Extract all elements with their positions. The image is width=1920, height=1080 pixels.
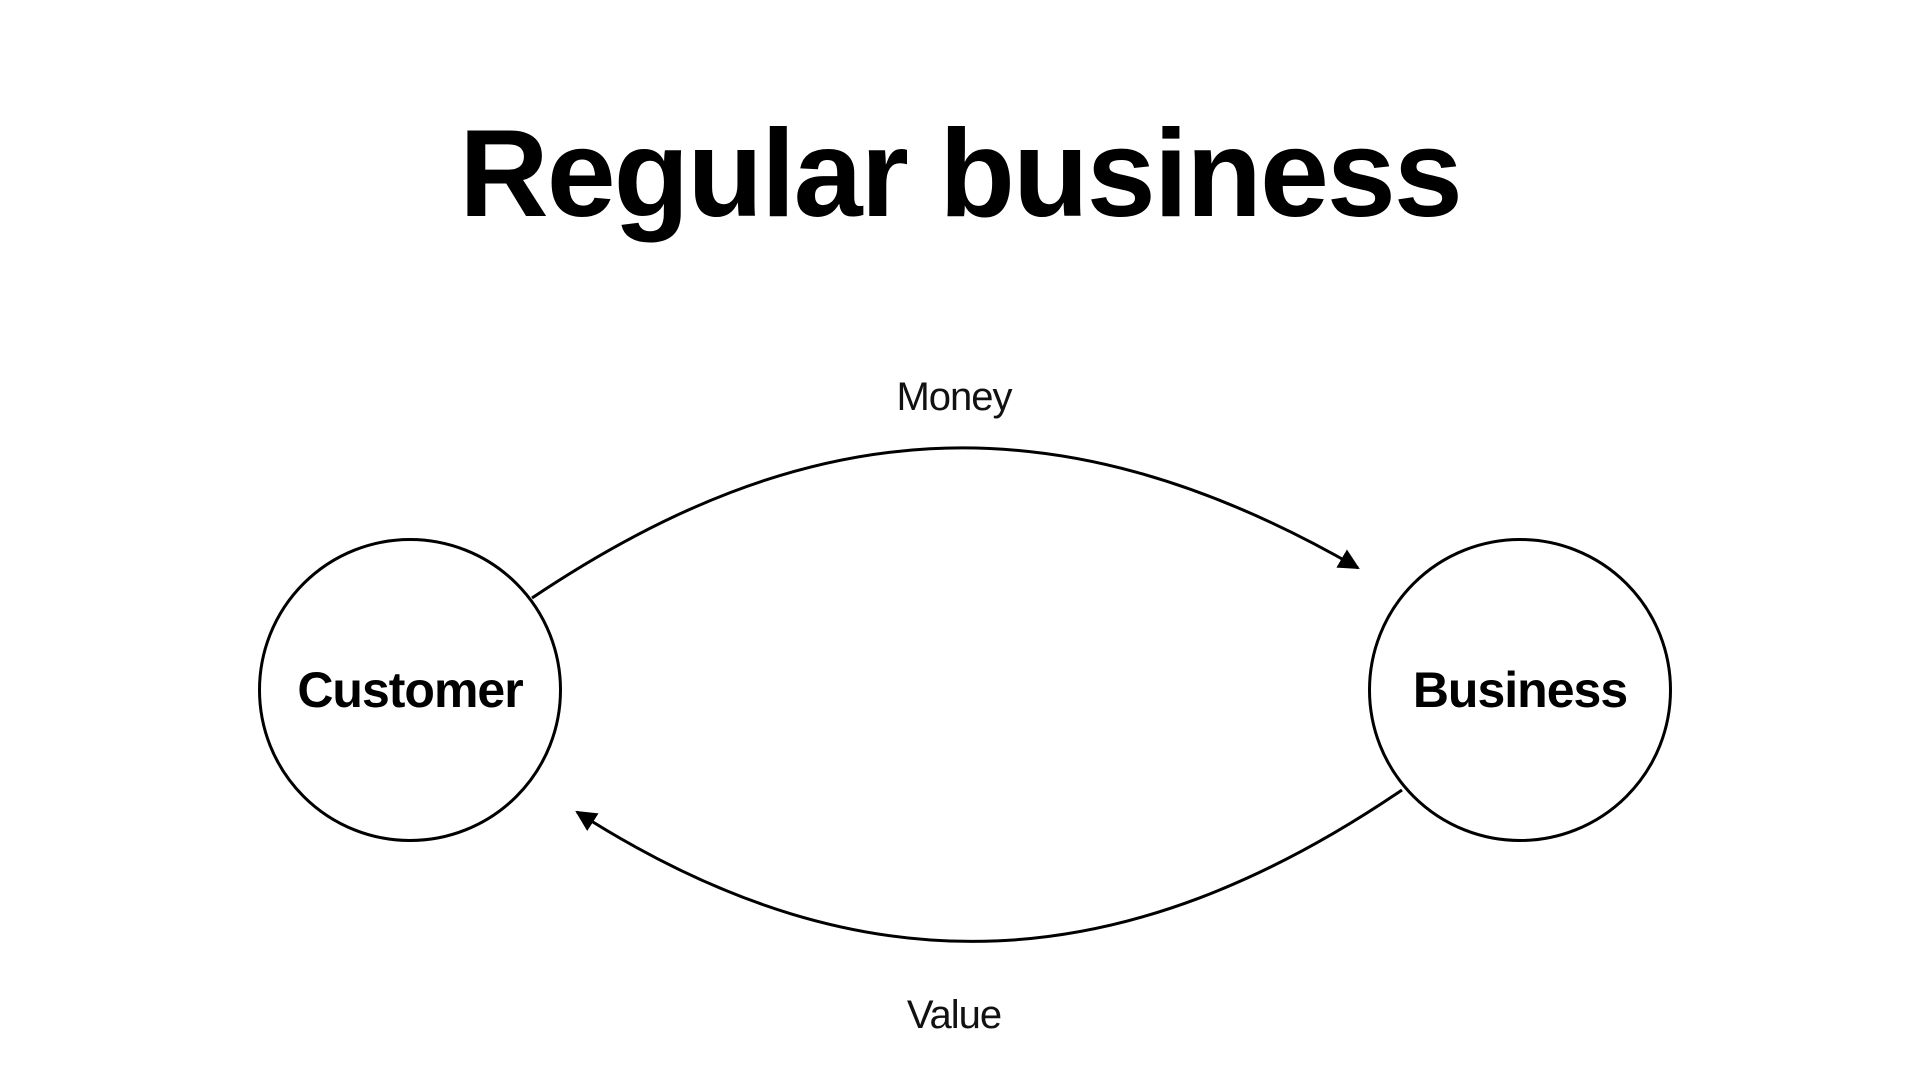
slide-title: Regular business [459, 105, 1463, 243]
customer-node: Customer [258, 538, 562, 842]
business-node: Business [1368, 538, 1672, 842]
value-label: Value [906, 993, 1002, 1037]
customer-node-label: Customer [297, 662, 523, 718]
business-node-label: Business [1412, 662, 1628, 718]
money-label: Money [896, 375, 1012, 419]
value-arrow [575, 788, 1403, 943]
money-arrow [531, 446, 1360, 600]
